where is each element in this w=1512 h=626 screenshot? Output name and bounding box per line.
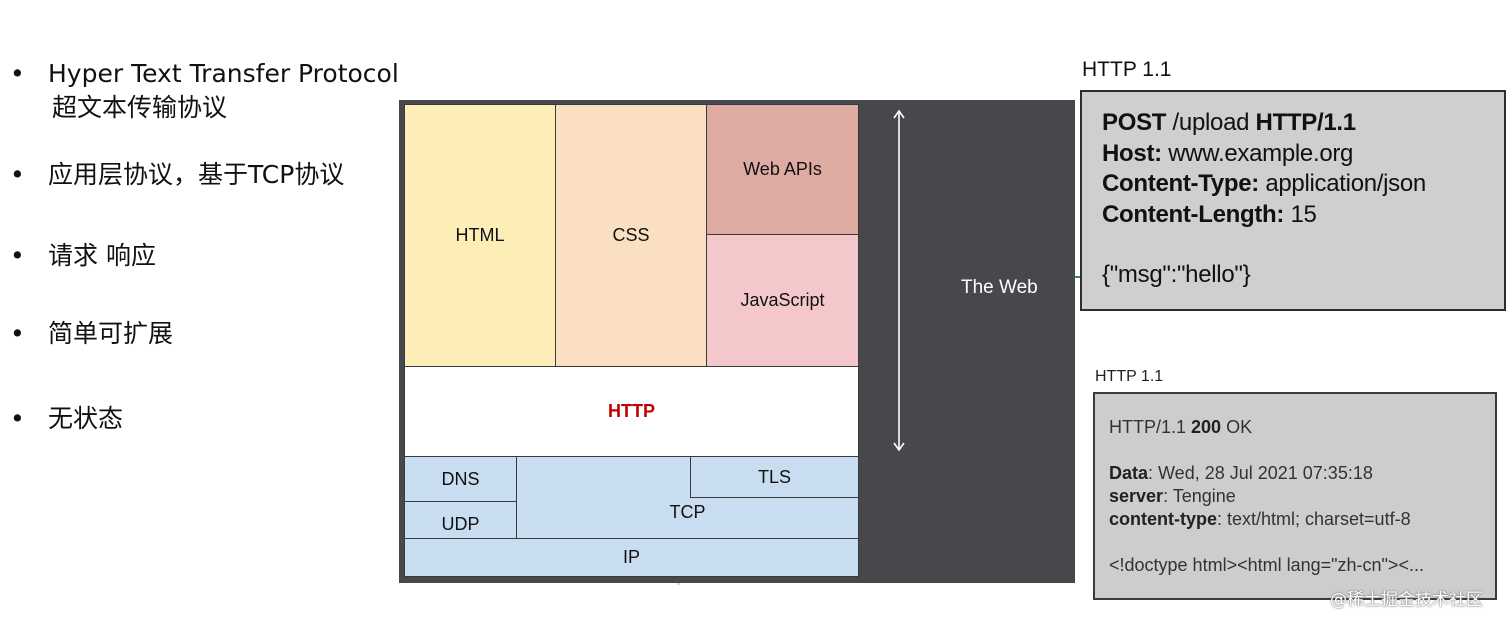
content-type-header: Content-Type: application/json: [1102, 169, 1504, 200]
divider-dots: ¨: [676, 583, 681, 594]
web-apis-block: Web APIs: [706, 104, 859, 235]
header-key: server: [1109, 486, 1164, 506]
content-length-header: Content-Length: 15: [1102, 200, 1504, 231]
ip-block: IP: [404, 538, 859, 577]
header-value: www.example.org: [1161, 139, 1354, 167]
request-version: HTTP/1.1: [1255, 109, 1357, 136]
header-key: Content-Type:: [1102, 170, 1259, 197]
request-path: /upload: [1166, 109, 1256, 136]
status-text: OK: [1221, 417, 1253, 437]
bullet-dot: •: [10, 59, 25, 88]
bullet-dot: •: [10, 241, 25, 270]
header-key: Host:: [1102, 139, 1162, 167]
request-method: POST: [1102, 109, 1167, 136]
host-header: Host: www.example.org: [1102, 139, 1504, 170]
javascript-block: JavaScript: [706, 234, 859, 367]
bullet-text: 请求 响应: [48, 241, 156, 270]
http-response-panel: HTTP/1.1 200 OK Data: Wed, 28 Jul 2021 0…: [1093, 392, 1497, 600]
css-block: CSS: [555, 104, 707, 367]
bullet-text: 无状态: [48, 404, 124, 433]
bullet-dot: •: [10, 160, 25, 189]
connector-line: [1075, 276, 1081, 278]
header-value: : Tengine: [1163, 486, 1236, 506]
the-web-label: The Web: [961, 277, 1038, 298]
watermark-text: @稀土掘金技术社区: [1330, 590, 1483, 610]
bullet-dot: •: [10, 404, 25, 433]
header-key: Data: [1109, 463, 1149, 483]
header-key: content-type: [1109, 509, 1217, 529]
http-request-panel: POST /upload HTTP/1.1 Host: www.example.…: [1080, 90, 1506, 311]
bullet-text: 简单可扩展: [48, 319, 174, 348]
tcp-label: TCP: [669, 502, 706, 522]
status-line: HTTP/1.1 200 OK: [1109, 416, 1495, 439]
data-header: Data: Wed, 28 Jul 2021 07:35:18: [1109, 462, 1495, 485]
request-body: {"msg":"hello"}: [1102, 261, 1251, 288]
response-panel-title: HTTP 1.1: [1095, 368, 1164, 385]
bullet-dot: •: [10, 319, 25, 348]
http-block: HTTP: [404, 366, 859, 457]
tls-block: TLS: [690, 456, 859, 498]
bullet-list: • Hyper Text Transfer Protocol 超文本传输协议 •…: [0, 0, 400, 626]
protocol-stack-diagram: HTML CSS Web APIs JavaScript HTTP DNS UD…: [399, 100, 1075, 583]
server-header: server: Tengine: [1109, 485, 1495, 508]
request-panel-title: HTTP 1.1: [1082, 58, 1172, 81]
header-value: application/json: [1258, 170, 1426, 197]
header-value: : Wed, 28 Jul 2021 07:35:18: [1148, 463, 1373, 483]
bullet-text: Hyper Text Transfer Protocol: [48, 59, 399, 88]
dns-block: DNS: [404, 456, 517, 502]
header-value: : text/html; charset=utf-8: [1217, 509, 1411, 529]
bullet-text: 应用层协议，基于TCP协议: [48, 160, 345, 189]
response-body: <!doctype html><html lang="zh-cn"><...: [1109, 555, 1424, 575]
html-block: HTML: [404, 104, 556, 367]
status-code: 200: [1191, 417, 1222, 437]
content-type-header: content-type: text/html; charset=utf-8: [1109, 508, 1495, 531]
request-line: POST /upload HTTP/1.1: [1102, 108, 1504, 139]
header-key: Content-Length:: [1102, 200, 1285, 228]
status-version: HTTP/1.1: [1109, 417, 1192, 437]
bullet-subtext: 超文本传输协议: [52, 93, 228, 122]
header-value: 15: [1284, 200, 1317, 228]
double-arrow-icon: [893, 109, 905, 452]
